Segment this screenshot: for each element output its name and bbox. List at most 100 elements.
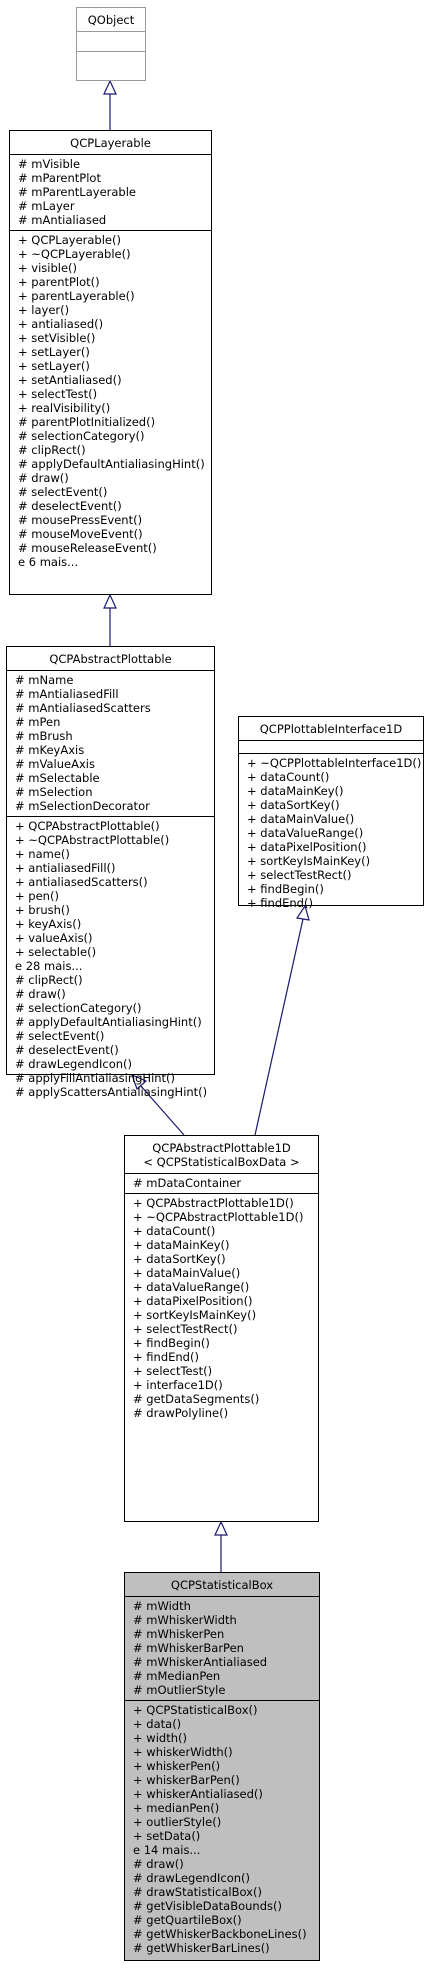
method-row[interactable]: + setLayer()	[18, 345, 90, 359]
method-row[interactable]: + setAntialiased()	[18, 373, 122, 387]
method-row[interactable]: + width()	[133, 1731, 187, 1745]
method-row[interactable]: + ~QCPLayerable()	[18, 247, 131, 261]
attribute-row[interactable]: # mBrush	[15, 729, 73, 743]
attribute-row[interactable]: # mMedianPen	[133, 1669, 221, 1683]
method-row[interactable]: + whiskerAntialiased()	[133, 1787, 263, 1801]
attribute-row[interactable]: # mWhiskerBarPen	[133, 1641, 244, 1655]
method-row[interactable]: + selectTest()	[18, 387, 98, 401]
method-row[interactable]: # parentPlotInitialized()	[18, 415, 156, 429]
method-row[interactable]: # clipRect()	[15, 973, 83, 987]
method-row[interactable]: + antialiased()	[18, 317, 104, 331]
method-row[interactable]: + findEnd()	[247, 896, 313, 910]
method-row[interactable]: # drawPolyline()	[133, 1406, 229, 1420]
method-row[interactable]: + data()	[133, 1717, 182, 1731]
method-row[interactable]: + dataValueRange()	[133, 1280, 250, 1294]
method-row[interactable]: # applyDefaultAntialiasingHint()	[18, 457, 205, 471]
attribute-row[interactable]: # mOutlierStyle	[133, 1683, 226, 1697]
method-row[interactable]: + dataSortKey()	[247, 798, 340, 812]
method-row[interactable]: # drawStatisticalBox()	[133, 1885, 262, 1899]
attribute-row[interactable]: # mSelectable	[15, 771, 100, 785]
method-row[interactable]: + dataValueRange()	[247, 826, 364, 840]
class-box-qcpstatisticalbox[interactable]: QCPStatisticalBox # mWidth# mWhiskerWidt…	[124, 1572, 320, 1961]
method-row[interactable]: + interface1D()	[133, 1378, 223, 1392]
attribute-row[interactable]: # mAntialiasedFill	[15, 687, 119, 701]
method-row[interactable]: # clipRect()	[18, 443, 86, 457]
method-row[interactable]: # deselectEvent()	[15, 1043, 119, 1057]
method-row[interactable]: + QCPAbstractPlottable1D()	[133, 1196, 294, 1210]
method-row[interactable]: + pen()	[15, 889, 59, 903]
attribute-row[interactable]: # mWhiskerPen	[133, 1627, 225, 1641]
method-row[interactable]: + dataSortKey()	[133, 1252, 226, 1266]
attribute-row[interactable]: # mLayer	[18, 199, 75, 213]
method-row[interactable]: + antialiasedFill()	[15, 861, 116, 875]
method-row[interactable]: + QCPAbstractPlottable()	[15, 819, 160, 833]
method-row[interactable]: + dataMainValue()	[133, 1266, 241, 1280]
class-box-qcpabstractplottable[interactable]: QCPAbstractPlottable # mName# mAntialias…	[6, 646, 215, 1099]
attribute-row[interactable]: # mKeyAxis	[15, 743, 85, 757]
method-row[interactable]: + dataPixelPosition()	[247, 840, 367, 854]
attribute-row[interactable]: # mName	[15, 673, 74, 687]
method-row[interactable]: + parentLayerable()	[18, 289, 135, 303]
class-box-qcpabstractplottable1d[interactable]: QCPAbstractPlottable1D< QCPStatisticalBo…	[124, 1135, 319, 1522]
attribute-row[interactable]: # mSelectionDecorator	[15, 799, 150, 813]
method-row[interactable]: + medianPen()	[133, 1801, 220, 1815]
method-row[interactable]: + whiskerWidth()	[133, 1745, 233, 1759]
method-row[interactable]: + selectTest()	[133, 1364, 213, 1378]
attribute-row[interactable]: # mParentPlot	[18, 171, 101, 185]
attribute-row[interactable]: # mPen	[15, 715, 61, 729]
method-row[interactable]: + selectable()	[15, 945, 97, 959]
attribute-row[interactable]: # mValueAxis	[15, 757, 95, 771]
method-row[interactable]: + setData()	[133, 1829, 201, 1843]
attribute-row[interactable]: # mParentLayerable	[18, 185, 136, 199]
method-row[interactable]: + name()	[15, 847, 70, 861]
method-row[interactable]: # getWhiskerBarLines()	[133, 1941, 270, 1955]
method-row[interactable]: + valueAxis()	[15, 931, 93, 945]
method-row[interactable]: + selectTestRect()	[133, 1322, 238, 1336]
method-row[interactable]: # getQuartileBox()	[133, 1913, 242, 1927]
method-row[interactable]: + ~QCPAbstractPlottable()	[15, 833, 170, 847]
attribute-row[interactable]: # mDataContainer	[133, 1176, 242, 1190]
class-box-qcplayerable[interactable]: QCPLayerable # mVisible# mParentPlot# mP…	[9, 130, 212, 595]
method-row[interactable]: # mousePressEvent()	[18, 513, 143, 527]
method-row[interactable]: + layer()	[18, 303, 70, 317]
method-row[interactable]: + antialiasedScatters()	[15, 875, 148, 889]
method-row[interactable]: # selectionCategory()	[18, 429, 145, 443]
method-row[interactable]: + dataMainKey()	[133, 1238, 230, 1252]
method-row[interactable]: + whiskerPen()	[133, 1759, 221, 1773]
method-row[interactable]: # mouseReleaseEvent()	[18, 541, 157, 555]
attribute-row[interactable]: # mVisible	[18, 157, 81, 171]
method-row[interactable]: + setLayer()	[18, 359, 90, 373]
method-row[interactable]: # draw()	[18, 471, 69, 485]
method-row[interactable]: + sortKeyIsMainKey()	[247, 854, 371, 868]
method-row[interactable]: e 6 mais...	[18, 555, 79, 569]
method-row[interactable]: + keyAxis()	[15, 917, 82, 931]
method-row[interactable]: + visible()	[18, 261, 78, 275]
attribute-row[interactable]: # mWhiskerAntialiased	[133, 1655, 268, 1669]
method-row[interactable]: + dataMainValue()	[247, 812, 355, 826]
method-row[interactable]: + whiskerBarPen()	[133, 1773, 240, 1787]
method-row[interactable]: + dataCount()	[247, 770, 330, 784]
method-row[interactable]: + brush()	[15, 903, 70, 917]
method-row[interactable]: + ~QCPPlottableInterface1D()	[247, 756, 422, 770]
method-row[interactable]: # mouseMoveEvent()	[18, 527, 143, 541]
method-row[interactable]: # drawLegendIcon()	[133, 1871, 251, 1885]
method-row[interactable]: # getVisibleDataBounds()	[133, 1899, 282, 1913]
method-row[interactable]: # selectionCategory()	[15, 1001, 142, 1015]
method-row[interactable]: # getDataSegments()	[133, 1392, 260, 1406]
method-row[interactable]: + selectTestRect()	[247, 868, 352, 882]
attribute-row[interactable]: # mAntialiasedScatters	[15, 701, 151, 715]
method-row[interactable]: + outlierStyle()	[133, 1815, 222, 1829]
method-row[interactable]: e 28 mais...	[15, 959, 83, 973]
method-row[interactable]: # applyDefaultAntialiasingHint()	[15, 1015, 202, 1029]
method-row[interactable]: + QCPLayerable()	[18, 233, 121, 247]
method-row[interactable]: # drawLegendIcon()	[15, 1057, 133, 1071]
method-row[interactable]: + parentPlot()	[18, 275, 100, 289]
attribute-row[interactable]: # mWhiskerWidth	[133, 1613, 237, 1627]
method-row[interactable]: # applyScattersAntialiasingHint()	[15, 1085, 208, 1099]
attribute-row[interactable]: # mAntialiased	[18, 213, 107, 227]
method-row[interactable]: + findBegin()	[247, 882, 324, 896]
attribute-row[interactable]: # mSelection	[15, 785, 93, 799]
method-row[interactable]: + realVisibility()	[18, 401, 111, 415]
attribute-row[interactable]: # mWidth	[133, 1599, 191, 1613]
method-row[interactable]: + QCPStatisticalBox()	[133, 1703, 258, 1717]
